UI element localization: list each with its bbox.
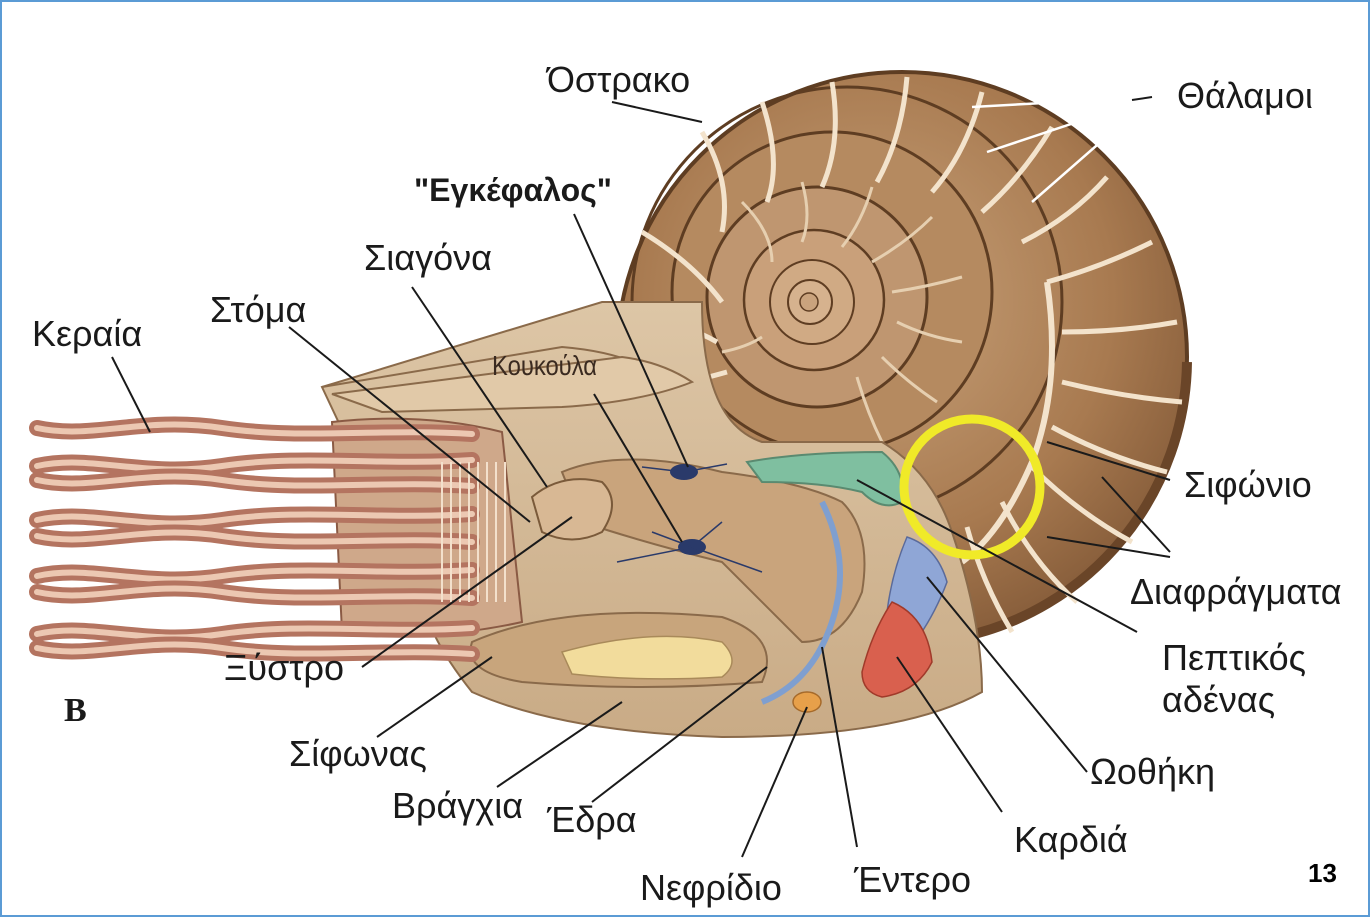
label-base: Έδρα — [547, 802, 637, 838]
page-number: 13 — [1308, 858, 1337, 889]
label-brain: "Εγκέφαλος" — [414, 174, 612, 206]
panel-letter: B — [64, 692, 87, 730]
label-siphon: Σίφωνας — [289, 736, 427, 772]
label-gills: Βράγχια — [392, 788, 523, 824]
label-tentacle: Κεραία — [32, 316, 142, 352]
label-shell: Όστρακο — [547, 62, 690, 98]
label-hood: Κουκούλα — [492, 352, 597, 380]
label-heart: Καρδιά — [1014, 822, 1128, 858]
beak — [532, 479, 612, 539]
tentacles — [37, 419, 522, 654]
label-mouth: Στόμα — [210, 292, 306, 328]
label-ovary: Ωοθήκη — [1090, 754, 1215, 790]
label-intestine: Έντερο — [854, 862, 971, 898]
label-digestive-1: Πεπτικός — [1162, 640, 1306, 676]
label-siphuncle: Σιφώνιο — [1184, 467, 1312, 503]
label-chambers: Θάλαμοι — [1177, 78, 1313, 114]
label-radula: Ξύστρο — [224, 650, 344, 686]
label-digestive-2: αδένας — [1162, 682, 1275, 718]
label-jaw: Σιαγόνα — [364, 240, 492, 276]
label-septa: Διαφράγματα — [1130, 574, 1342, 610]
label-kidney: Νεφρίδιο — [640, 870, 782, 906]
